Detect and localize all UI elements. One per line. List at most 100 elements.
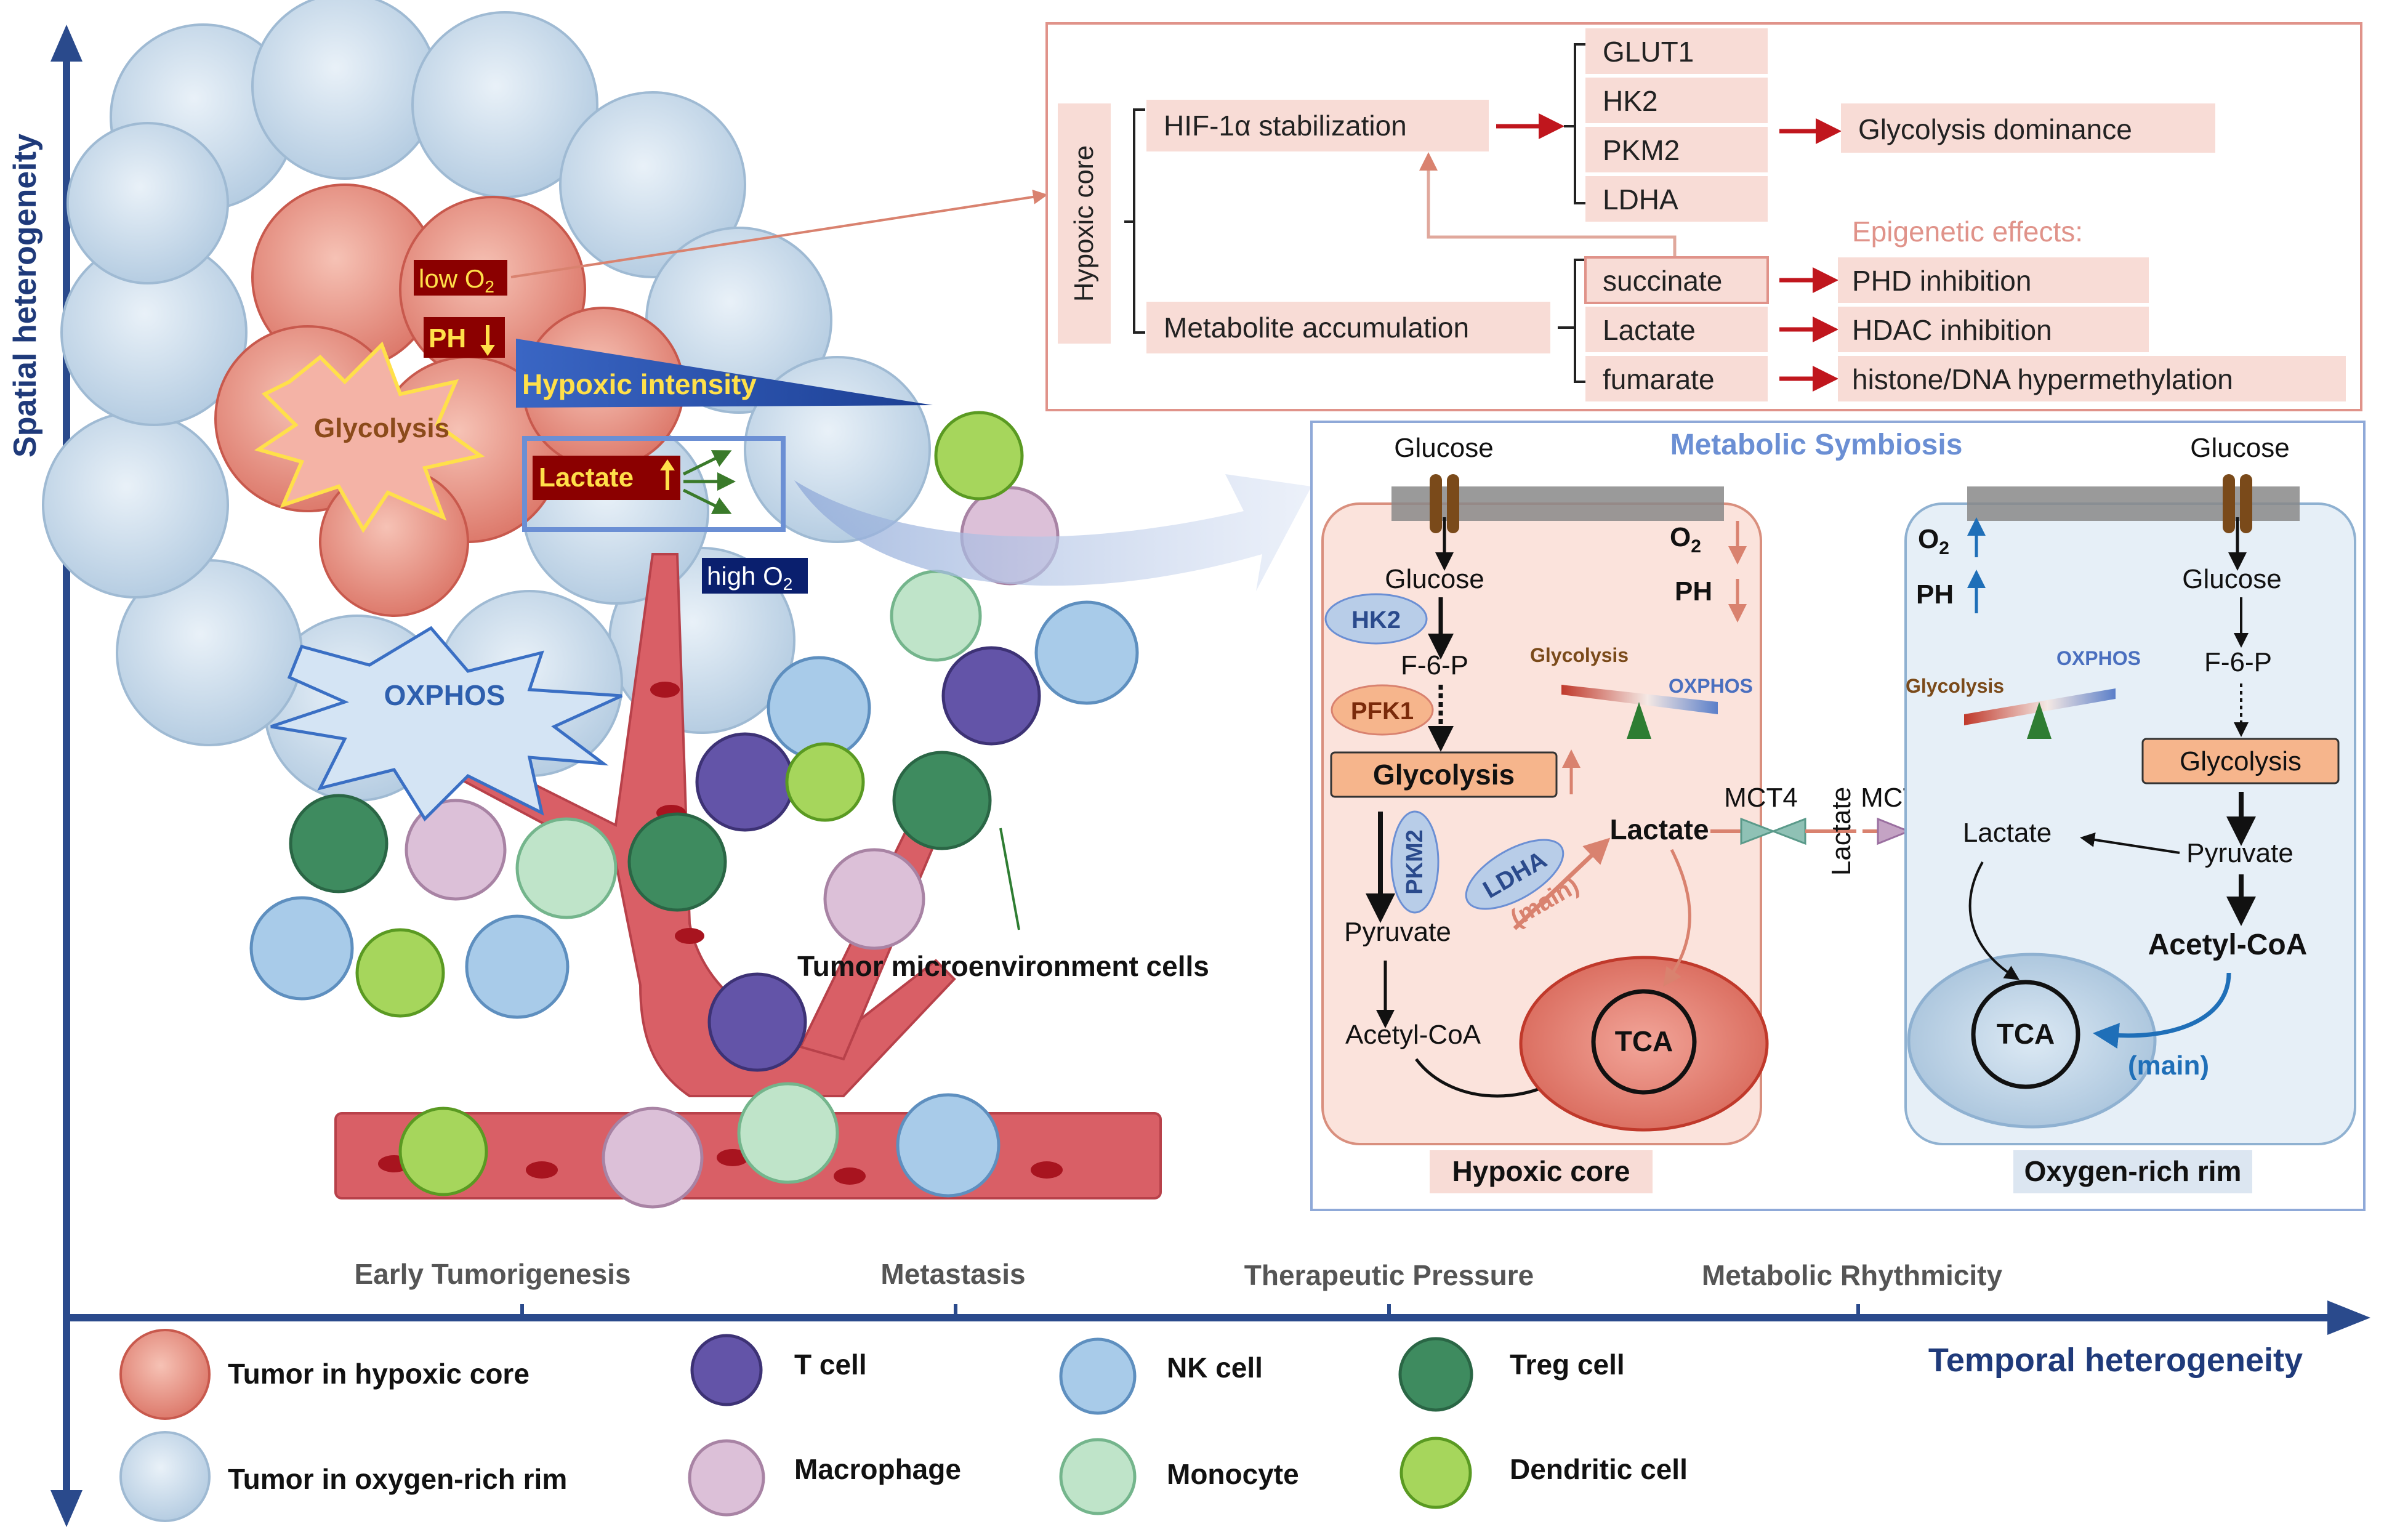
low-o2-label: low O2 xyxy=(419,264,494,296)
ph-down-arrow-icon xyxy=(480,325,495,356)
glycolysis-dominance-box xyxy=(1841,103,2215,153)
lactate-export-arrows xyxy=(682,450,736,514)
legend-label: Tumor in hypoxic core xyxy=(228,1358,530,1390)
legend-label: Tumor in oxygen-rich rim xyxy=(228,1463,567,1495)
legend-item-macrophage: Macrophage xyxy=(688,1439,961,1517)
oxygen-glucose-in: Glucose xyxy=(2182,564,2281,594)
hypoxic-f6p: F-6-P xyxy=(1401,650,1468,680)
oxygen-rich-cell: Glucose Glucose F-6-P Glycolysis Pyruvat… xyxy=(1904,433,2356,1193)
oxygen-f6p: F-6-P xyxy=(2204,647,2272,677)
hypoxic-tca-cycle-icon xyxy=(1591,989,1697,1095)
dendritic-cells xyxy=(355,411,1024,1196)
legend-item-t-cell: T cell xyxy=(690,1334,867,1406)
ldha-arrow xyxy=(1513,837,1611,930)
hypoxia-pointer-line xyxy=(510,189,1048,278)
effect-box-2 xyxy=(1838,356,2346,401)
high-o2-box xyxy=(702,558,808,594)
x-tick-metastasis: Metastasis xyxy=(880,1258,1025,1290)
legend-item-dendritic-cell: Dendritic cell xyxy=(1399,1437,1688,1509)
oxygen-o2-label: O2 xyxy=(1918,524,1949,558)
hypoxic-balance-left: Glycolysis xyxy=(1530,644,1629,666)
gene-hk2: HK2 xyxy=(1603,85,1657,117)
effect-hdac: HDAC inhibition xyxy=(1852,314,2052,346)
effect-phd: PHD inhibition xyxy=(1852,265,2031,297)
legend-label: Monocyte xyxy=(1167,1458,1299,1490)
oxygen-ph-label: PH xyxy=(1916,579,1954,610)
pfk1-enzyme xyxy=(1331,684,1434,736)
hypoxia-panel: Hypoxic core HIF-1α stabilization Metabo… xyxy=(1045,22,2362,411)
oxygen-rim-label: Oxygen-rich rim xyxy=(2024,1155,2242,1187)
gene-glut1: GLUT1 xyxy=(1603,36,1694,68)
ph-box xyxy=(424,317,505,358)
legend: Tumor in hypoxic core Tumor in oxygen-ri… xyxy=(119,1329,1688,1522)
hypoxic-glycolysis-label: Glycolysis xyxy=(1373,759,1515,791)
oxphos-label: OXPHOS xyxy=(384,679,505,711)
rim-tumor-icon xyxy=(119,1431,211,1522)
dendritic-cell-icon xyxy=(1399,1437,1472,1509)
legend-item-nk-cell: NK cell xyxy=(1059,1337,1263,1415)
epigenetic-title: Epigenetic effects: xyxy=(1852,216,2083,248)
temporal-axis xyxy=(66,1300,2370,1335)
succinate-feedback-arrow xyxy=(1419,152,1677,257)
effect-hypermethylation: histone/DNA hypermethylation xyxy=(1852,363,2233,395)
tme-pointer-line xyxy=(999,828,1020,930)
spatial-axis xyxy=(50,25,83,1527)
legend-item-monocyte: Monocyte xyxy=(1059,1438,1299,1515)
legend-label: Dendritic cell xyxy=(1510,1453,1688,1485)
oxygen-rim-label-box xyxy=(2013,1150,2252,1193)
legend-label: NK cell xyxy=(1167,1352,1263,1384)
hypoxic-core-root-label: Hypoxic core xyxy=(1069,145,1099,302)
oxphos-burst-shape xyxy=(270,626,623,821)
hypoxic-balance-icon xyxy=(1561,685,1718,739)
legend-label: Macrophage xyxy=(794,1453,961,1485)
ldha-enzyme xyxy=(1465,839,1564,910)
hypoxic-lactate: Lactate xyxy=(1609,813,1709,845)
macrophage-icon xyxy=(688,1439,765,1517)
hypoxic-tca-label: TCA xyxy=(1615,1025,1673,1057)
nk-cell-icon xyxy=(1059,1337,1137,1415)
tumor-illustration: Glycolysis low O2 PH Hypoxic intensity L… xyxy=(42,0,1209,1209)
glycolysis-dominance-label: Glycolysis dominance xyxy=(1858,113,2132,145)
oxygen-acetyl: Acetyl-CoA xyxy=(2148,929,2308,961)
hk2-enzyme xyxy=(1324,593,1428,645)
oxygen-balance-icon xyxy=(1964,688,2116,739)
hypoxic-pyruvate: Pyruvate xyxy=(1344,917,1451,947)
high-o2-label: high O2 xyxy=(707,562,792,594)
hypoxic-glycolysis-box xyxy=(1330,751,1558,798)
legend-label: T cell xyxy=(794,1349,867,1381)
t-cells xyxy=(695,646,1041,1072)
t-cell-icon xyxy=(690,1334,763,1406)
x-tick-therapeutic: Therapeutic Pressure xyxy=(1244,1259,1534,1291)
treg-cell-icon xyxy=(1398,1337,1473,1412)
hk2-label: HK2 xyxy=(1351,607,1401,634)
glycolysis-label: Glycolysis xyxy=(314,413,449,443)
gene-box-0 xyxy=(1585,28,1768,74)
oxygen-tca-label: TCA xyxy=(1997,1018,2055,1050)
metabolite-label: Metabolite accumulation xyxy=(1164,312,1469,344)
oxygen-glucose-transporter-icon xyxy=(2223,474,2252,533)
hif-box xyxy=(1146,100,1489,151)
hypoxic-glucose-transporter-icon xyxy=(1430,474,1459,533)
legend-item-hypoxic-tumor: Tumor in hypoxic core xyxy=(119,1329,530,1420)
hypoxic-o2-label: O2 xyxy=(1670,522,1701,557)
pkm2-label: PKM2 xyxy=(1402,829,1428,895)
effect-box-1 xyxy=(1838,307,2149,352)
gene-ldha: LDHA xyxy=(1603,183,1678,216)
hypoxic-core-label: Hypoxic core xyxy=(1452,1155,1630,1187)
metabolite-box-1 xyxy=(1585,307,1768,352)
oxygen-glucose-out: Glucose xyxy=(2190,433,2289,463)
nk-cells xyxy=(249,600,1139,1198)
pkm2-enzyme xyxy=(1390,810,1440,914)
lactate-box xyxy=(533,456,680,500)
effect-box-0 xyxy=(1838,257,2149,303)
metabolite-fumarate: fumarate xyxy=(1603,363,1715,395)
symbiosis-title: Metabolic Symbiosis xyxy=(1670,429,1963,461)
metabolite-box xyxy=(1146,302,1550,353)
pfk1-label: PFK1 xyxy=(1351,698,1414,725)
mct4-transporter-icon xyxy=(1740,817,1806,845)
hypoxic-mitochondrion-icon xyxy=(1519,956,1769,1132)
oxygen-mitochondrion-icon xyxy=(1907,953,2157,1129)
gene-box-1 xyxy=(1585,78,1768,123)
metabolite-lactate: Lactate xyxy=(1603,314,1696,346)
